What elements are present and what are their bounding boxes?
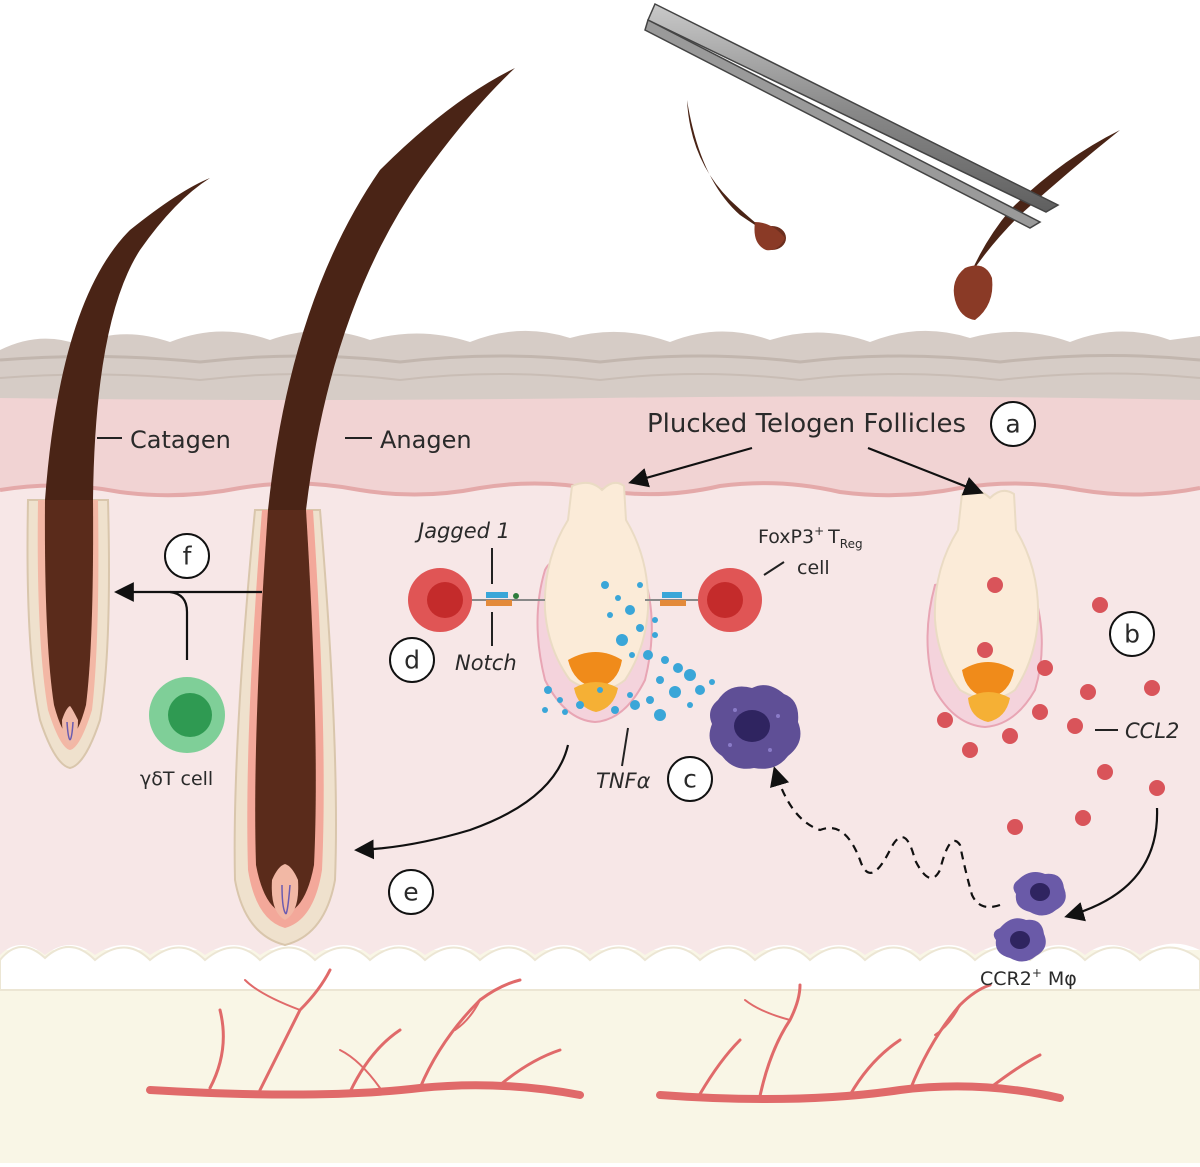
arrows [114,446,1159,922]
arrow-e [354,744,570,860]
tweezers-icon [644,2,1060,229]
fat-layer [0,946,1200,1163]
foxp3-sup: + [814,524,824,538]
arrow-macrophage-migration [770,766,1001,909]
marker-e: e [388,869,434,915]
marker-e-text: e [403,878,418,907]
ccl2-particles [937,577,1165,835]
plucked-hair-left [687,100,786,251]
gd-t-cell-label: γδT cell [140,768,213,790]
marker-d-text: d [404,646,420,675]
reg-sub: Reg [840,537,863,551]
marker-c-text: c [683,765,697,794]
jagged-label: Jagged 1 [414,519,510,543]
marker-a: a [990,401,1036,447]
marker-b-text: b [1124,620,1140,649]
treg-cell-word: cell [797,557,830,579]
epidermis-layer [0,330,1200,400]
marker-f: f [164,533,210,579]
leader-lines [97,437,1118,767]
macrophage-large [709,685,801,769]
jagged-notch-receptor-left [472,592,545,606]
treg-cell-left [408,568,472,632]
macrophage-small-2 [993,918,1046,962]
marker-a-text: a [1005,410,1020,439]
treg-cell-right [698,568,762,632]
marker-b: b [1109,611,1155,657]
catagen-label: Catagen [130,426,231,454]
plucked-telogen-label: Plucked Telogen Follicles [647,409,966,439]
arrow-plucked-right [867,446,984,496]
jagged-notch-receptor-right [645,592,698,606]
plucked-hair-right [953,130,1120,320]
marker-d: d [389,637,435,683]
ccr2-label: CCR2+ Mφ [980,966,1077,990]
arrow-f-branch [169,590,189,660]
blood-vessel-left [146,968,584,1099]
anagen-label: Anagen [380,426,472,454]
blood-vessel-right [656,983,1064,1103]
mphi-text: Mφ [1048,968,1077,990]
anagen-follicle [233,68,515,947]
ccr2-sup: + [1032,966,1042,980]
ccr2-text: CCR2 [980,968,1032,990]
tnf-label: TNFα [596,769,651,793]
treg-label: FoxP3+TReg [758,524,863,551]
arrow-plucked-center [628,446,753,488]
t-text: T [827,526,840,548]
macrophage-small-1 [1013,872,1066,916]
gd-t-cell [149,677,225,753]
marker-f-text: f [183,542,193,571]
marker-c: c [667,756,713,802]
telogen-follicle-right [926,489,1043,729]
arrow-ccl2 [1064,807,1159,922]
foxp3-text: FoxP3 [758,526,814,548]
catagen-follicle [26,178,210,770]
ccl2-label: CCL2 [1125,719,1179,743]
tnf-alpha-particles [542,581,715,721]
notch-label: Notch [455,651,517,675]
